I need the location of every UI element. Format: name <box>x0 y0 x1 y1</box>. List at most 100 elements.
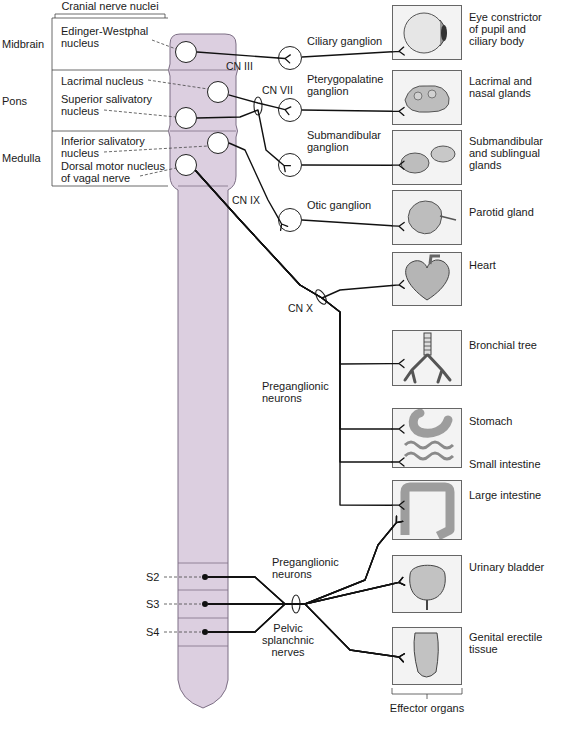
nerve-fiber <box>197 52 278 58</box>
organ-label: Heart <box>469 259 579 271</box>
segment-label: S3 <box>146 598 164 610</box>
synapse-fork <box>392 47 404 55</box>
group-heading: Cranial nerve nuclei <box>52 0 168 12</box>
ganglion-circle: Ciliary ganglion <box>278 46 302 70</box>
synapse-fork <box>392 281 404 289</box>
synapse-fork <box>278 218 287 230</box>
segment-label: S2 <box>146 571 164 583</box>
nerve-fiber <box>208 584 392 604</box>
nerve-fiber <box>302 164 392 166</box>
organ-label: Bronchial tree <box>469 339 579 351</box>
ganglion-label: Submandibular ganglion <box>307 129 391 153</box>
effector-organ-box: Urinary bladder <box>392 555 462 613</box>
synapse-fork <box>392 360 404 368</box>
nerve-fiber <box>196 171 393 365</box>
synapse-fork <box>392 577 405 585</box>
nerve-label: Pelvic splanchnic nerves <box>258 622 318 658</box>
synapse-fork <box>392 654 404 662</box>
synapse-fork <box>392 107 404 115</box>
effector-organ-box: Large intestine <box>392 480 462 540</box>
effector-organ-box: Genital erectile tissue <box>392 627 462 685</box>
neuron-label: Preganglionic neurons <box>262 380 337 404</box>
organ-label: Parotid gland <box>469 206 579 218</box>
region-label: Medulla <box>2 152 52 164</box>
nerve-fiber <box>302 110 392 111</box>
segment-lines <box>170 70 236 646</box>
sacral-segment-dot: S2 <box>202 574 208 580</box>
nerve-fiber <box>196 171 393 299</box>
organ-label: Small intestine <box>469 458 579 470</box>
effector-organ-box: Heart <box>392 252 462 306</box>
nerve-label: CN IX <box>232 194 268 206</box>
nerve-rings <box>254 97 328 613</box>
organs-bracket <box>392 688 462 699</box>
effector-organ-box: Submandibular and sublingual glands <box>392 130 462 185</box>
nucleus-circle: Inferior salivatory nucleus <box>207 132 229 154</box>
synapse-fork <box>278 55 290 63</box>
nerve-fiber <box>208 577 392 604</box>
nerve-fiber <box>208 528 392 604</box>
nerve-fiber <box>229 143 278 218</box>
nucleus-label: Superior salivatory nucleus <box>61 93 167 117</box>
nerve-fiber <box>196 171 393 463</box>
synapse-fork <box>392 425 404 433</box>
nerve-label: CN X <box>288 302 324 314</box>
organ-label: Submandibular and sublingual glands <box>469 135 555 171</box>
region-label: Midbrain <box>2 38 52 50</box>
nucleus-label: Dorsal motor nucleus of vagal nerve <box>61 160 167 184</box>
synapse-fork <box>392 458 404 466</box>
nucleus-label: Edinger-Westphal nucleus <box>61 25 167 49</box>
sacral-segment-dot: S3 <box>202 601 208 607</box>
leader-lines <box>104 40 208 632</box>
synapse-fork <box>279 161 291 172</box>
region-bracket <box>52 14 168 186</box>
effector-organ-box: StomachSmall intestine <box>392 408 462 468</box>
nerve-fiber <box>197 110 279 161</box>
nucleus-circle: Dorsal motor nucleus of vagal nerve <box>175 154 197 176</box>
organ-label: Stomach <box>469 415 579 427</box>
organ-label: Large intestine <box>469 489 579 501</box>
synapse-fork <box>392 654 404 662</box>
effector-organ-box: Parotid gland <box>392 190 462 245</box>
ganglion-label: Ciliary ganglion <box>307 35 402 47</box>
synapse-fork <box>392 516 403 528</box>
nucleus-circle: Lacrimal nucleus <box>207 81 229 103</box>
nucleus-circle: Superior salivatory nucleus <box>175 107 197 129</box>
ganglion-circle: Pterygopalatine ganglion <box>278 98 302 122</box>
ganglion-label: Pterygopalatine ganglion <box>307 73 391 97</box>
organ-label: Lacrimal and nasal glands <box>469 75 555 99</box>
nucleus-label: Inferior salivatory nucleus <box>61 135 167 159</box>
nerve-fiber <box>196 171 393 430</box>
ganglion-circle: Submandibular ganglion <box>278 153 302 177</box>
nerve-fiber <box>302 220 392 226</box>
group-heading: Effector organs <box>376 702 478 714</box>
synapse-fork <box>392 577 405 585</box>
synapse-fork <box>392 577 405 585</box>
effector-organ-box: Eye constrictor of pupil and ciliary bod… <box>392 5 462 60</box>
ganglion-label: Otic ganglion <box>307 199 391 211</box>
nerve-fiber <box>229 95 279 108</box>
organ-label: Genital erectile tissue <box>469 631 555 655</box>
nerve-label: CN III <box>226 60 266 72</box>
synapse-fork <box>392 654 404 662</box>
ganglion-circle: Otic ganglion <box>278 208 302 232</box>
synapse-fork <box>392 501 404 509</box>
segment-label: S4 <box>146 626 164 638</box>
organ-label: Eye constrictor of pupil and ciliary bod… <box>469 11 549 47</box>
organ-illustrations <box>392 5 462 685</box>
nerve-fiber <box>208 528 392 632</box>
synapse-fork <box>392 161 404 169</box>
organ-label: Urinary bladder <box>469 561 579 573</box>
nucleus-label: Lacrimal nucleus <box>61 75 167 87</box>
region-label: Pons <box>2 95 52 107</box>
brainstem-spinal-cord <box>169 34 238 708</box>
nerve-fiber <box>208 528 392 604</box>
effector-organ-box: Bronchial tree <box>392 330 462 386</box>
sacral-segment-dot: S4 <box>202 629 208 635</box>
nerve-fiber <box>302 52 392 57</box>
neuron-label: Preganglionic neurons <box>272 556 347 580</box>
effector-organ-box: Lacrimal and nasal glands <box>392 70 462 125</box>
synapse-fork <box>392 516 403 528</box>
nucleus-circle: Edinger-Westphal nucleus <box>175 41 197 63</box>
